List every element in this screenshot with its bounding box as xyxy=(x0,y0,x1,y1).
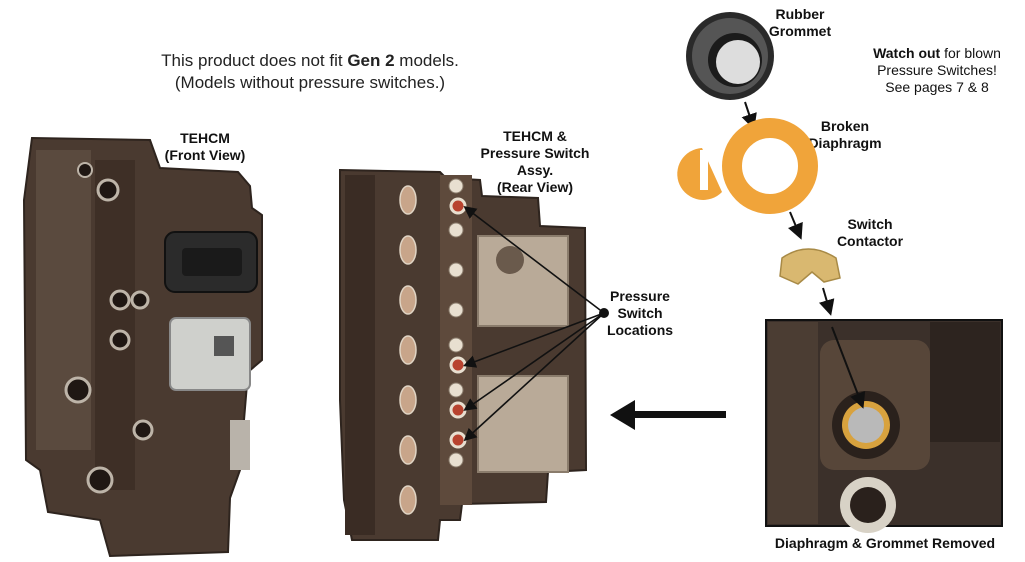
tehcm-front-view xyxy=(22,136,263,558)
switch-contactor-label: Switch Contactor xyxy=(836,216,904,249)
tehcm-rear-view xyxy=(339,168,588,541)
broken-diaphragm-icon xyxy=(677,118,818,214)
pressure-switch-icons xyxy=(449,197,467,449)
rubber-grommet-icon xyxy=(686,12,774,100)
rear-plate-bottom xyxy=(477,375,569,473)
rear-view-label: TEHCM & Pressure Switch Assy. (Rear View… xyxy=(480,128,590,195)
rear-plate-top xyxy=(477,235,569,327)
broken-diaphragm-label: Broken Diaphragm xyxy=(808,118,882,151)
inset-caption: Diaphragm & Grommet Removed xyxy=(774,535,996,551)
fit-note: This product does not fit Gen 2 models. … xyxy=(110,50,510,94)
pressure-switch-locations-label: Pressure Switch Locations xyxy=(606,288,674,338)
fit-note-line2: (Models without pressure switches.) xyxy=(174,73,446,92)
front-view-label: TEHCM (Front View) xyxy=(164,130,246,163)
warning-note: Watch out for blown Pressure Switches! S… xyxy=(873,45,1001,95)
locations-dot xyxy=(599,308,609,318)
inset-photo xyxy=(765,319,1003,533)
switch-contactor-icon xyxy=(779,248,841,285)
tcm-label-plate xyxy=(169,317,251,391)
switch-sensor-icon xyxy=(848,407,884,443)
fit-note-line1: This product does not fit Gen 2 models. xyxy=(161,51,459,70)
big-left-arrow xyxy=(610,400,726,430)
rubber-grommet-label: Rubber Grommet xyxy=(768,6,832,39)
pressure-switch-pointers xyxy=(463,206,605,442)
